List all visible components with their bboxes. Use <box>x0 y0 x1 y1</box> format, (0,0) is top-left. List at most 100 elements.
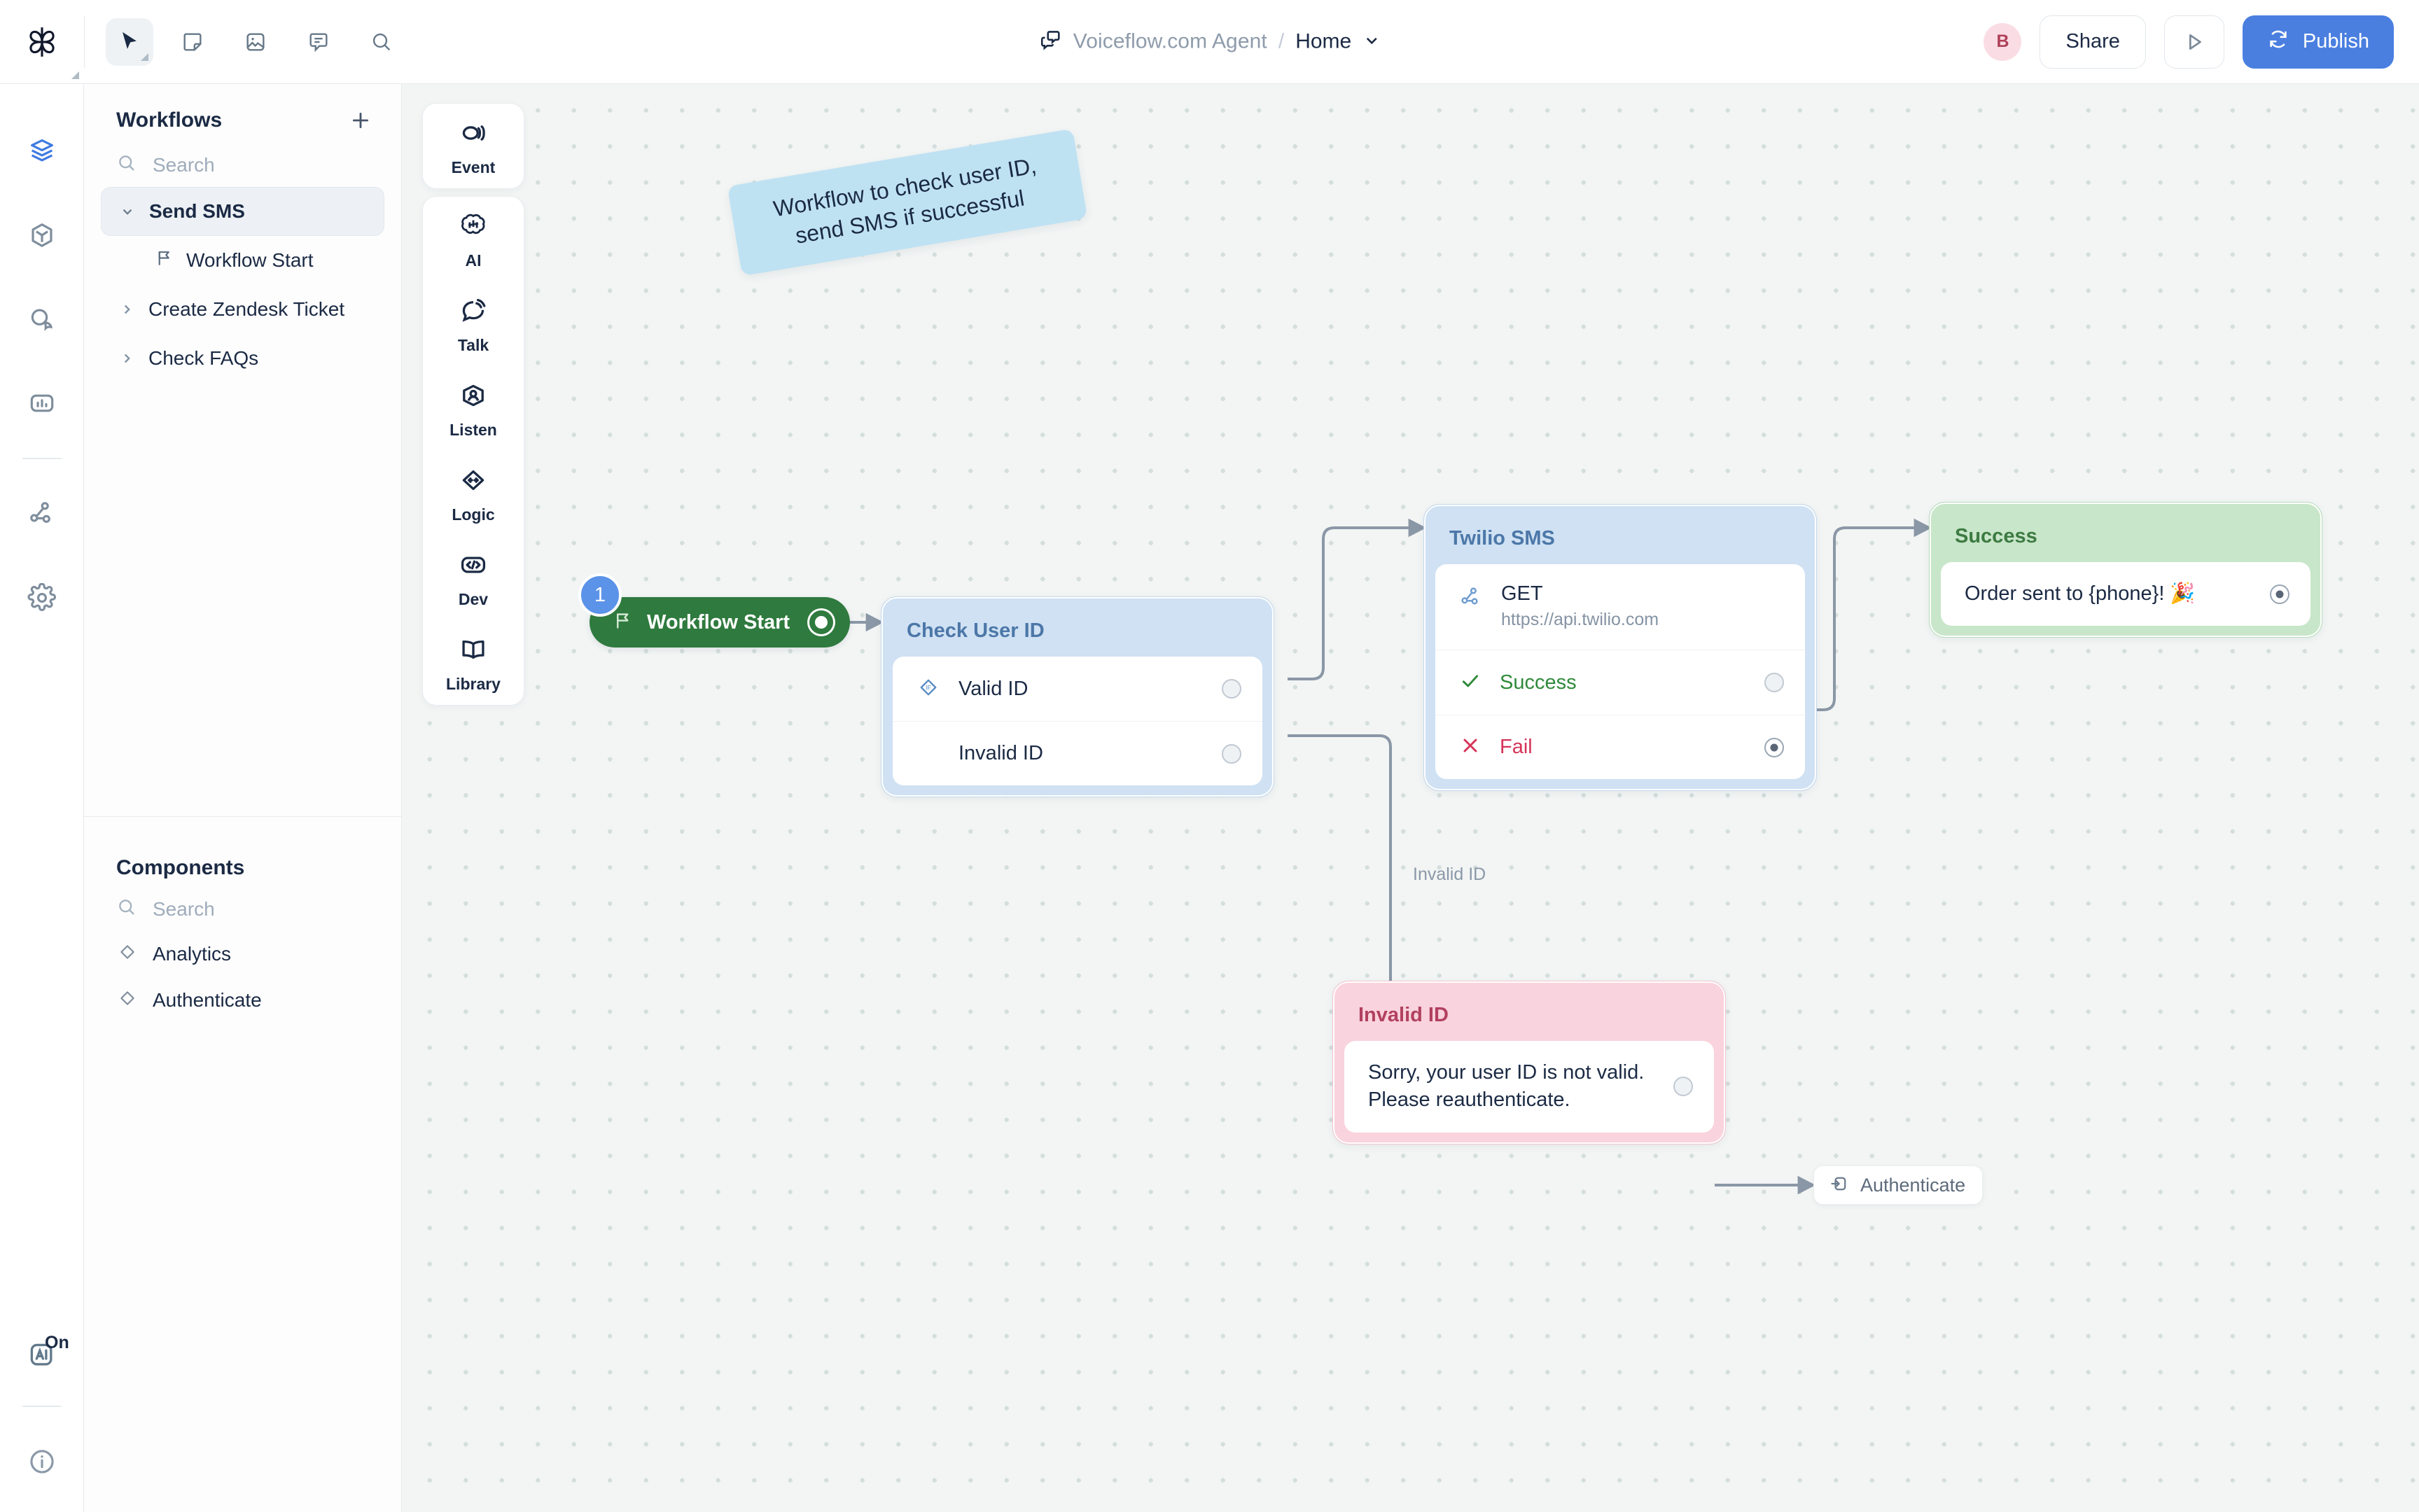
palette-item-event[interactable]: Event <box>423 104 524 188</box>
invalid-message: Sorry, your user ID is not valid. Please… <box>1368 1059 1655 1114</box>
twilio-sms-title: Twilio SMS <box>1449 527 1555 550</box>
output-port-fail[interactable] <box>1764 737 1784 757</box>
output-port-invalid-id[interactable] <box>1222 743 1241 764</box>
condition-label: Invalid ID <box>958 742 1043 764</box>
success-message-row[interactable]: Order sent to {phone}! 🎉 <box>1941 562 2310 626</box>
library-icon <box>458 634 489 668</box>
publish-label: Publish <box>2302 30 2369 52</box>
port-row-success[interactable]: Success <box>1435 650 1805 715</box>
invalid-id-card: Sorry, your user ID is not valid. Please… <box>1344 1041 1714 1133</box>
logo-expand-triangle <box>71 71 79 79</box>
workflows-panel: Workflows Search Send SMS Workflow Start <box>84 84 402 1512</box>
check-user-id-node[interactable]: Check User ID IF Valid ID Invalid ID <box>881 596 1274 797</box>
api-nodes-icon <box>1459 585 1483 612</box>
share-button[interactable]: Share <box>2040 15 2146 69</box>
palette-label: Talk <box>457 336 489 354</box>
sidebar-item-components[interactable] <box>0 193 84 277</box>
search-icon <box>116 897 137 921</box>
palette-label: Event <box>451 158 496 176</box>
palette-item-listen[interactable]: Listen <box>423 366 524 451</box>
workflows-search-input[interactable]: Search <box>84 136 401 187</box>
components-search-input[interactable]: Search <box>84 880 402 931</box>
output-port-success[interactable] <box>1764 673 1784 693</box>
flag-icon <box>612 610 633 635</box>
palette-item-dev[interactable]: Dev <box>423 536 524 620</box>
palette-item-logic[interactable]: Logic <box>423 451 524 536</box>
chevron-down-icon[interactable] <box>1362 31 1381 52</box>
run-button[interactable] <box>2163 15 2224 69</box>
check-user-id-title: Check User ID <box>907 620 1045 642</box>
palette-item-ai[interactable]: AI <box>423 197 524 281</box>
if-condition-icon: IF <box>916 676 940 703</box>
invalid-message-line2: Please reauthenticate. <box>1368 1088 1570 1112</box>
sidebar-item-workflows[interactable] <box>0 109 84 193</box>
output-port-valid-id[interactable] <box>1222 679 1241 699</box>
workflow-start-node[interactable]: 1 Workflow Start <box>578 573 851 648</box>
ai-toggle-button[interactable]: On <box>0 1316 84 1393</box>
icon-rail: On <box>0 84 84 1512</box>
add-workflow-button[interactable] <box>345 105 376 136</box>
invalid-id-node[interactable]: Invalid ID Sorry, your user ID is not va… <box>1332 981 1726 1144</box>
workflows-header: Workflows <box>84 84 401 136</box>
chevron-right-icon[interactable] <box>118 302 136 317</box>
port-row-fail[interactable]: Fail <box>1435 715 1805 779</box>
help-info-icon[interactable] <box>0 1420 84 1504</box>
palette-label: Dev <box>458 590 489 608</box>
note-tool-button[interactable] <box>169 18 216 66</box>
cursor-tool-button[interactable] <box>106 18 153 66</box>
component-item-analytics[interactable]: Analytics <box>101 931 385 977</box>
sidebar-item-check-faqs[interactable]: Check FAQs <box>101 334 384 383</box>
success-title: Success <box>1955 525 2037 547</box>
breadcrumb-agent[interactable]: Voiceflow.com Agent <box>1073 29 1267 53</box>
diamond-icon <box>118 988 137 1013</box>
palette-item-talk[interactable]: Talk <box>423 281 524 366</box>
listen-icon <box>458 380 489 414</box>
invalid-message-row[interactable]: Sorry, your user ID is not valid. Please… <box>1344 1041 1714 1133</box>
rail-divider <box>22 458 62 459</box>
node-palette: Event AI <box>422 103 524 706</box>
condition-row-valid-id[interactable]: IF Valid ID <box>893 657 1262 721</box>
workflow-start-pill[interactable]: Workflow Start <box>590 597 851 648</box>
comment-tool-button[interactable] <box>295 18 342 66</box>
start-output-port[interactable] <box>809 610 834 634</box>
component-item-authenticate[interactable]: Authenticate <box>101 977 385 1023</box>
rail-bottom: On <box>0 1316 84 1504</box>
chevron-right-icon[interactable] <box>118 351 136 366</box>
palette-item-library[interactable]: Library <box>423 620 524 705</box>
avatar[interactable]: B <box>1984 22 2022 61</box>
sidebar-item-analytics[interactable] <box>0 361 84 445</box>
breadcrumb-page[interactable]: Home <box>1295 29 1352 53</box>
api-request-info: GET https://api.twilio.com <box>1501 582 1659 630</box>
authenticate-chip[interactable]: Authenticate <box>1813 1166 1984 1205</box>
invalid-id-title: Invalid ID <box>1358 1004 1449 1026</box>
search-tool-button[interactable] <box>358 18 405 66</box>
palette-group-blocks: AI Talk <box>422 196 524 706</box>
palette-label: Listen <box>449 421 497 439</box>
diamond-icon <box>118 942 137 967</box>
image-tool-button[interactable] <box>232 18 279 66</box>
sidebar-item-send-sms[interactable]: Send SMS <box>101 187 384 236</box>
palette-label: Library <box>446 675 501 693</box>
api-request-row[interactable]: GET https://api.twilio.com <box>1435 564 1805 651</box>
sidebar-item-create-zendesk-ticket[interactable]: Create Zendesk Ticket <box>101 285 384 334</box>
output-port-invalid-message[interactable] <box>1673 1077 1693 1097</box>
palette-label: AI <box>465 251 482 270</box>
sidebar-item-settings[interactable] <box>0 556 84 640</box>
voiceflow-logo-icon[interactable] <box>0 0 84 84</box>
chevron-down-icon[interactable] <box>118 204 137 219</box>
publish-button[interactable]: Publish <box>2242 15 2394 69</box>
refresh-icon <box>2267 28 2289 56</box>
api-url: https://api.twilio.com <box>1501 610 1659 630</box>
output-port-success-message[interactable] <box>2270 584 2289 604</box>
condition-row-invalid-id[interactable]: Invalid ID <box>893 721 1262 785</box>
workflow-canvas[interactable]: Event AI <box>402 84 2419 1512</box>
sidebar-item-workflow-start[interactable]: Workflow Start <box>101 236 384 285</box>
sidebar-item-integrations[interactable] <box>0 472 84 556</box>
sidebar-item-conversations[interactable] <box>0 277 84 361</box>
sidebar-item-label: Workflow Start <box>186 249 314 271</box>
authenticate-label: Authenticate <box>1860 1174 1966 1196</box>
event-icon <box>458 118 489 152</box>
success-node[interactable]: Success Order sent to {phone}! 🎉 <box>1929 501 2322 638</box>
twilio-sms-node[interactable]: Twilio SMS GET https://api.twilio.com <box>1423 503 1817 792</box>
